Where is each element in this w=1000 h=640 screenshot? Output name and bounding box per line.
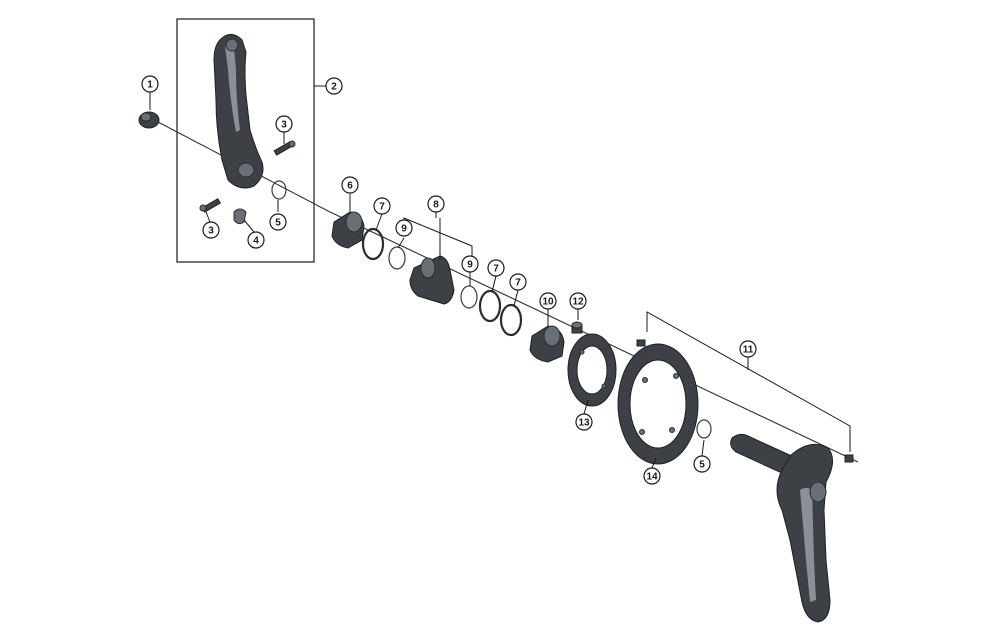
callout-1: 1 (141, 75, 159, 93)
bb-adapter-right (529, 325, 565, 363)
bb-adapter-left (331, 211, 365, 249)
large-chainring (617, 343, 699, 465)
o-ring-left (271, 180, 287, 200)
callout-label: 9 (401, 224, 407, 235)
callout-11: 11 (739, 340, 757, 358)
callout-14: 14 (643, 467, 661, 485)
leader-lines (149, 85, 851, 469)
pinch-bolt-lower (199, 198, 221, 213)
chainring-fixing-bolt-front (844, 454, 854, 463)
callout-6: 6 (341, 176, 359, 194)
callout-label: 7 (379, 202, 385, 213)
inner-cover-sleeve (409, 255, 455, 305)
o-ring-right (696, 419, 712, 439)
inner-cover-ring-2 (460, 285, 478, 309)
callout-label: 1 (147, 80, 153, 91)
bb-spacer-1 (361, 227, 385, 261)
callout-10: 10 (539, 292, 557, 310)
left-crank-arm (213, 34, 264, 189)
callout-label: 3 (208, 226, 214, 237)
callout-label: 12 (572, 297, 584, 308)
callout-7-second: 7 (487, 259, 505, 277)
safety-plate (233, 208, 247, 225)
callout-label: 14 (646, 472, 658, 483)
crank-fixing-bolt (138, 111, 160, 129)
callout-label: 9 (467, 260, 473, 271)
callout-label: 5 (699, 460, 705, 471)
callout-4: 4 (247, 231, 265, 249)
chainring-fixing-bolt-rear (636, 339, 646, 347)
callout-label: 7 (493, 264, 499, 275)
callout-label: 6 (347, 181, 353, 192)
callout-3-upper: 3 (275, 115, 293, 133)
callout-label: 10 (542, 297, 554, 308)
callout-label: 11 (743, 345, 754, 356)
callout-label: 7 (515, 278, 521, 289)
bb-spacer-3 (499, 303, 523, 337)
callout-2: 2 (325, 77, 343, 95)
callout-label: 8 (433, 200, 439, 211)
callout-label: 3 (281, 120, 287, 131)
right-crank-arm (730, 433, 833, 623)
callout-9-first: 9 (395, 219, 413, 237)
callout-9-second: 9 (461, 255, 479, 273)
chainring-bolt (571, 321, 583, 334)
inner-cover-ring-1 (388, 246, 406, 270)
small-chainring (567, 333, 617, 407)
bb-spacer-2 (478, 289, 502, 323)
callout-7-third: 7 (509, 273, 527, 291)
callout-8: 8 (427, 195, 445, 213)
callout-label: 5 (275, 218, 281, 229)
pinch-bolt-upper (273, 140, 296, 156)
callout-12: 12 (569, 292, 587, 310)
callout-5-left: 5 (269, 213, 287, 231)
callout-7-first: 7 (373, 197, 391, 215)
callout-label: 2 (331, 82, 337, 93)
callout-5-right: 5 (693, 455, 711, 473)
callout-label: 13 (578, 418, 590, 429)
callout-13: 13 (575, 413, 593, 431)
callout-label: 4 (253, 236, 259, 247)
callout-3-lower: 3 (202, 221, 220, 239)
left-crank-group-box (176, 18, 315, 263)
